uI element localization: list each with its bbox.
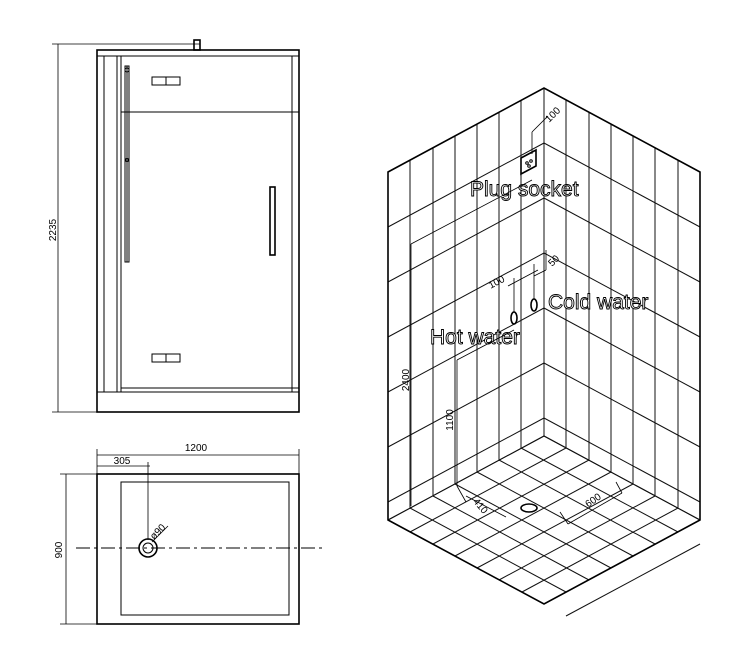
door-handle <box>269 186 276 256</box>
depth-dimension-label: 900 <box>54 541 65 558</box>
front-elevation-view: 2235 <box>48 39 300 413</box>
width-dimension-label: 1200 <box>185 443 208 454</box>
bottom-hinge <box>151 353 181 363</box>
floor-drain-icon <box>520 503 538 513</box>
width-dimension: 1200 <box>96 443 300 474</box>
pipe-spacing-label: 100 <box>487 274 507 292</box>
height-dimension: 2235 <box>48 43 200 413</box>
plan-view: 1200 305 900 ø90 <box>54 443 322 625</box>
cold-water-pipe-icon <box>530 298 538 312</box>
hot-water-pipe-icon <box>510 311 518 325</box>
plug-socket-offset-label: 100 <box>543 105 563 125</box>
top-fitting <box>193 39 201 51</box>
drain-offset-dimension: 305 <box>97 456 150 540</box>
floor-tiles <box>387 435 701 617</box>
drain-offset-label: 305 <box>114 456 131 467</box>
plug-socket-icon <box>520 148 537 176</box>
room-height-label: 2400 <box>401 368 412 391</box>
tray-inner-outline <box>120 481 290 616</box>
tray-outline <box>96 473 300 625</box>
pipe-height-label: 1100 <box>445 409 456 431</box>
top-hinge <box>151 76 181 86</box>
cold-water-label: Cold water <box>548 291 648 314</box>
room-outline <box>387 87 701 605</box>
height-dimension-label: 2235 <box>48 218 59 241</box>
shower-rail <box>124 65 130 263</box>
room-height-dimension: 2400 <box>401 179 533 506</box>
pipe-height-dimension: 1100 <box>445 329 515 486</box>
installation-view: 100 Plug socket 2400 100 50 Cold water H… <box>387 87 701 617</box>
shower-tray-base <box>96 391 300 413</box>
plug-socket-label: Plug socket <box>470 178 579 201</box>
hot-water-label: Hot water <box>430 326 520 349</box>
drain-y-dimension: 600 <box>559 481 623 525</box>
drain-icon <box>138 538 158 558</box>
depth-dimension: 900 <box>54 473 97 625</box>
